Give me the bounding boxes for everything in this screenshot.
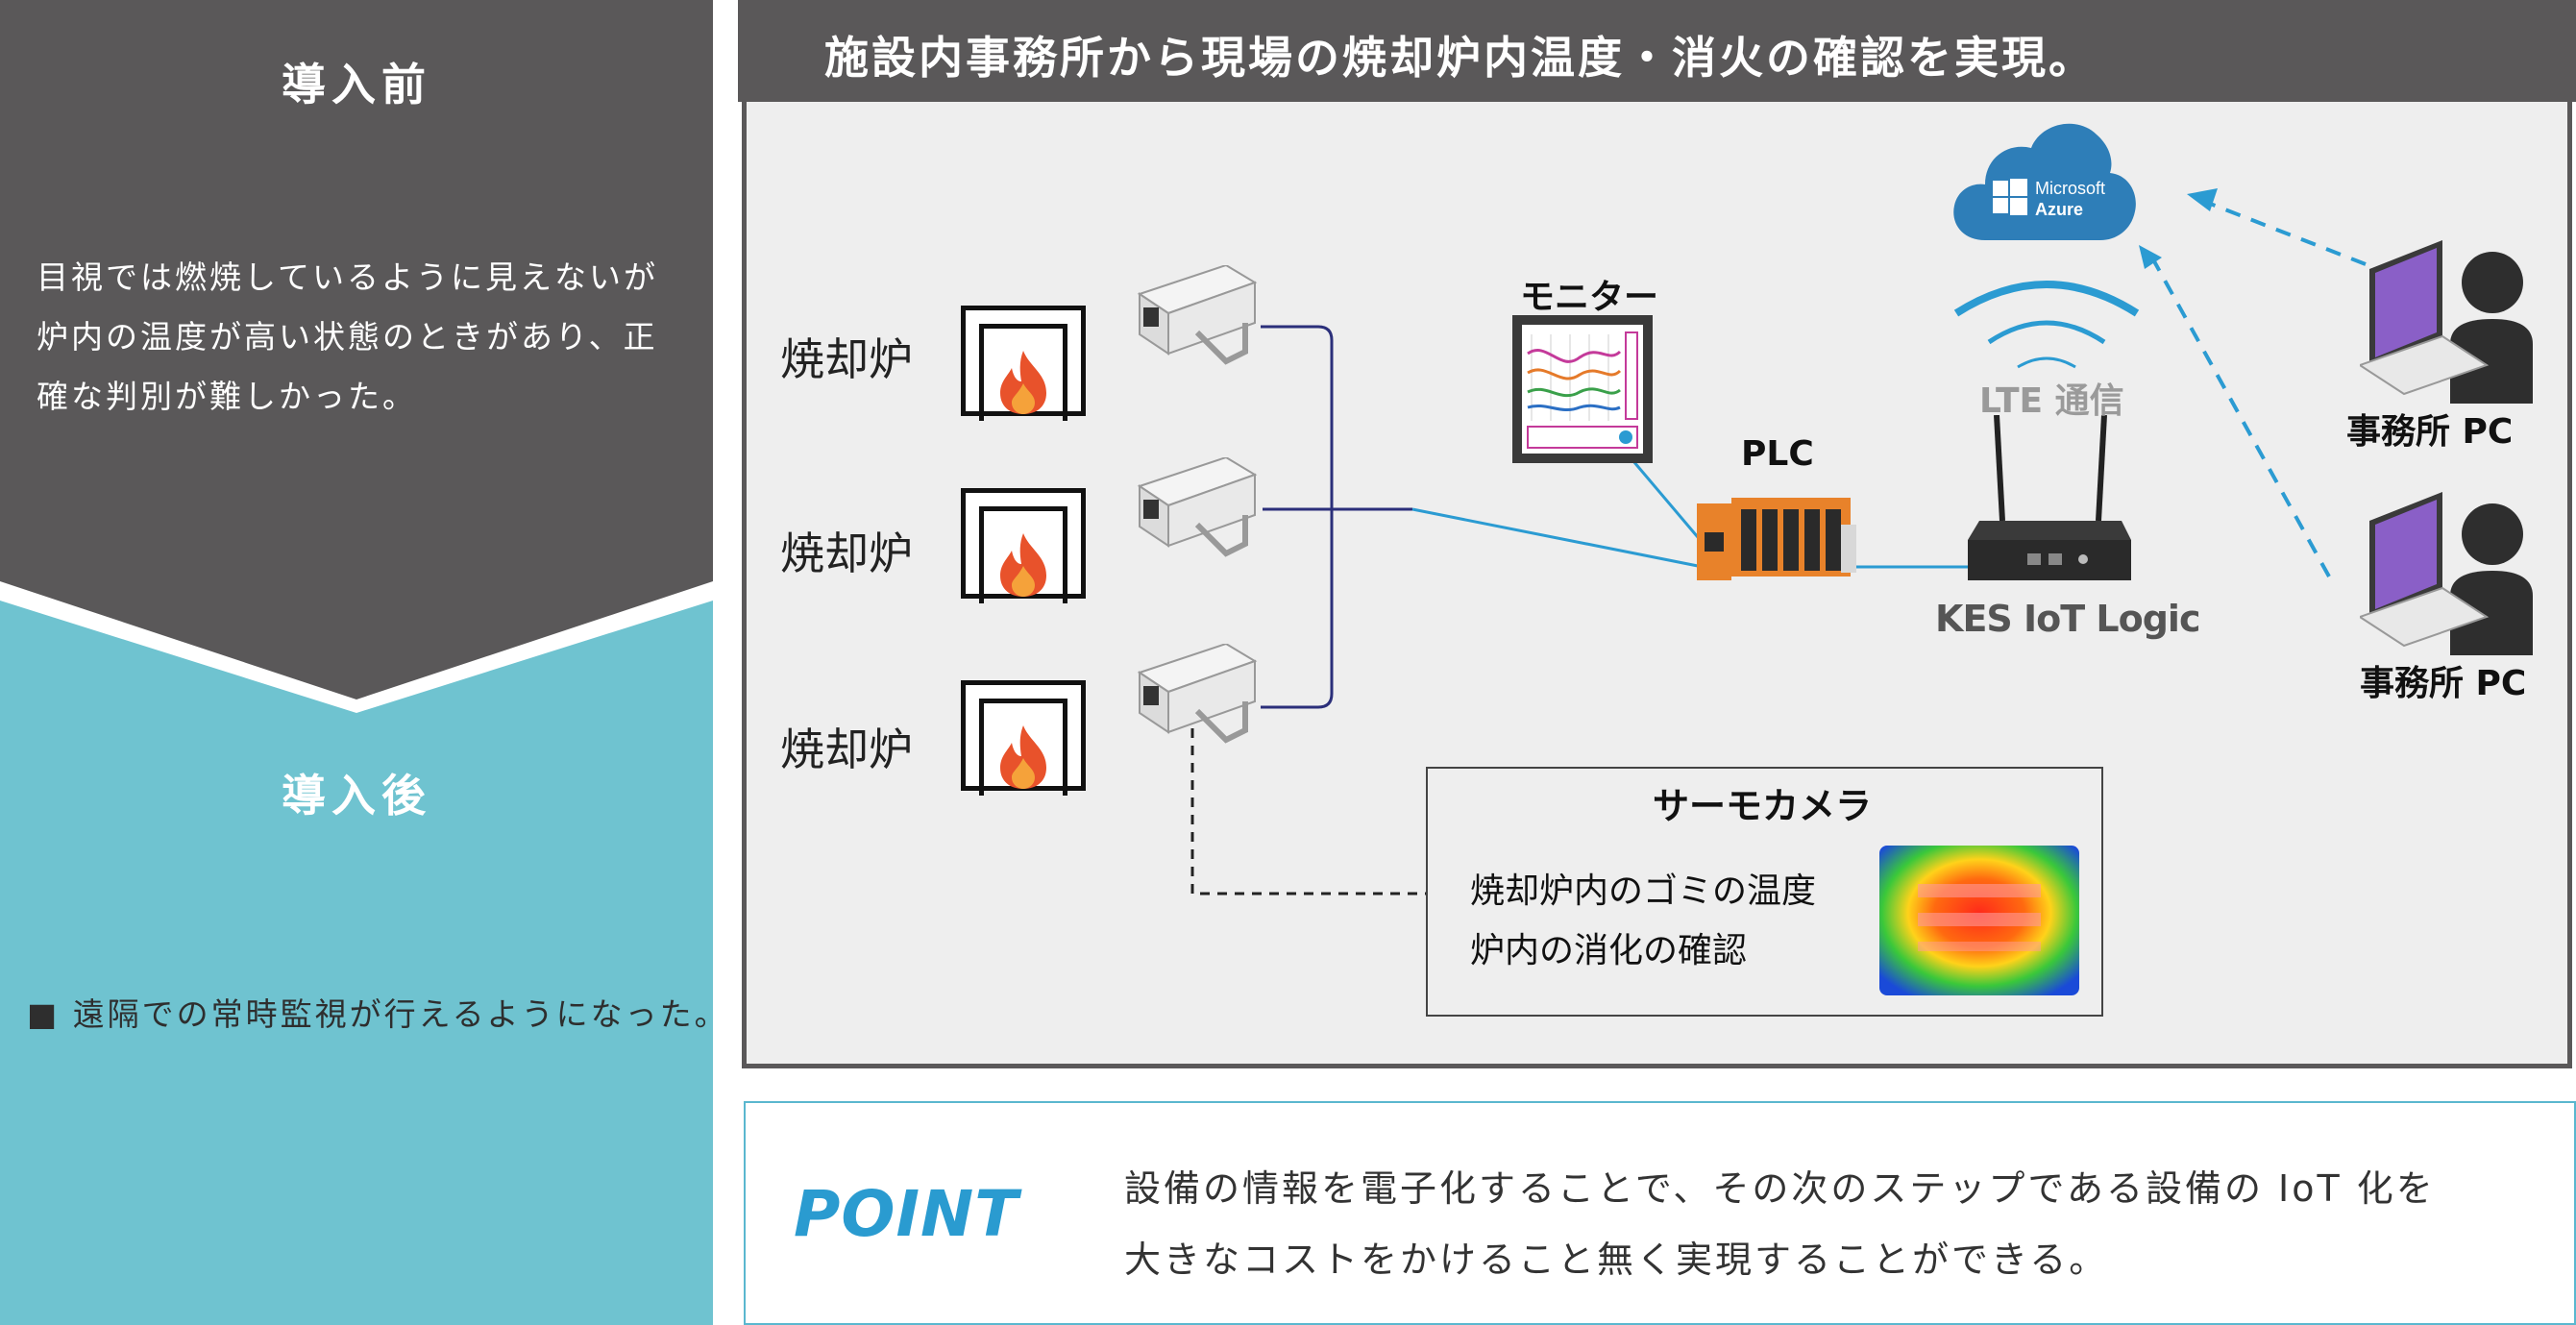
- laptop-icon: [2360, 240, 2533, 404]
- cloud-icon: Microsoft Azure: [1953, 123, 2136, 240]
- before-line: 目視では燃焼しているように見えないが: [37, 258, 659, 296]
- pc-cloud-arrow-line: [2152, 260, 2331, 577]
- diagram-header: [738, 0, 2576, 102]
- camera-bracket-line: [1261, 325, 1334, 709]
- furnace-icon: [961, 306, 1086, 421]
- before-title: 導入前: [282, 59, 431, 110]
- gateway-label: KES IoT Logic: [1935, 598, 2200, 640]
- diagram-title: 施設内事務所から現場の焼却炉内温度・消火の確認を実現。: [824, 32, 2096, 84]
- arrowhead-icon: [2187, 188, 2218, 211]
- office-pc-label: 事務所 PC: [2360, 664, 2527, 703]
- person-icon: [2462, 503, 2523, 565]
- lte-label: LTE 通信: [1979, 381, 2124, 421]
- point-text-line: 設備の情報を電子化することで、その次のステップである設備の IoT 化を: [1124, 1167, 2436, 1210]
- furnace-label: 焼却炉: [780, 528, 913, 579]
- cloud-text-2: Azure: [2035, 200, 2083, 219]
- furnace-icon: [961, 680, 1086, 796]
- person-icon: [2462, 252, 2523, 313]
- monitor-link-line: [1631, 460, 1705, 544]
- thermo-line: 焼却炉内のゴミの温度: [1470, 871, 1817, 911]
- after-title: 導入後: [282, 770, 431, 822]
- before-section-chevron: [0, 0, 713, 713]
- camera-icon: [1137, 265, 1258, 365]
- thermo-dashed-line: [1190, 728, 1426, 896]
- cloud-text-1: Microsoft: [2035, 179, 2105, 198]
- thermo-line: 炉内の消化の確認: [1470, 931, 1748, 970]
- fire-icon: [1000, 533, 1046, 597]
- furnace-label: 焼却炉: [780, 724, 913, 775]
- pc-cloud-arrow-line: [2199, 198, 2367, 266]
- thermal-image: [1879, 846, 2079, 995]
- monitor-label: モニター: [1520, 278, 1659, 317]
- laptop-icon: [2360, 492, 2533, 655]
- arrowhead-icon: [2139, 245, 2162, 269]
- camera-icon: [1137, 457, 1258, 557]
- point-label: POINT: [794, 1177, 1019, 1251]
- monitor-icon: [1512, 315, 1653, 463]
- thermo-title: サーモカメラ: [1653, 785, 1873, 827]
- plc-link-line: [1411, 507, 1704, 569]
- fire-icon: [1000, 351, 1046, 414]
- camera-icon: [1137, 644, 1258, 744]
- wifi-icon: [1953, 281, 2140, 369]
- before-line: 炉内の温度が高い状態のときがあり、正: [37, 318, 658, 356]
- office-pc-label: 事務所 PC: [2346, 412, 2514, 452]
- furnace-label: 焼却炉: [780, 333, 913, 385]
- after-description: ■ 遠隔での常時監視が行えるようになった。: [27, 995, 729, 1033]
- point-box: [744, 1101, 2576, 1325]
- point-text-line: 大きなコストをかけること無く実現することができる。: [1124, 1239, 2109, 1281]
- after-section: [0, 596, 713, 1325]
- fire-icon: [1000, 725, 1046, 789]
- furnace-icon: [961, 488, 1086, 603]
- before-description: 目視では燃焼しているように見えないが 炉内の温度が高い状態のときがあり、正 確な…: [37, 248, 658, 427]
- plc-label: PLC: [1741, 434, 1814, 474]
- router-icon: [1968, 415, 2131, 580]
- plc-icon: [1697, 498, 1856, 580]
- before-line: 確な判別が難しかった。: [37, 378, 417, 415]
